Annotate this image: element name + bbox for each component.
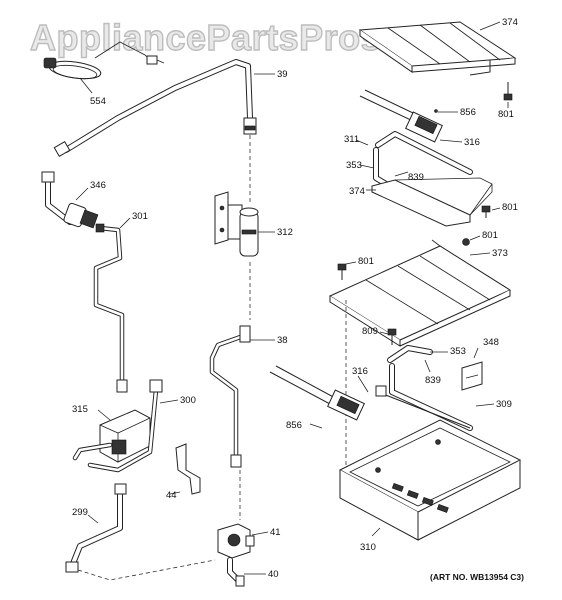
- callout-809[interactable]: 809: [362, 326, 378, 337]
- callout-856-top[interactable]: 856: [460, 107, 476, 118]
- part-311-burner[interactable]: [359, 89, 473, 187]
- callout-301[interactable]: 301: [132, 211, 148, 222]
- callout-856-low[interactable]: 856: [286, 420, 302, 431]
- part-40-elbow[interactable]: [227, 557, 245, 587]
- part-299-burner-tube[interactable]: [65, 483, 127, 573]
- part-309-broil-burner[interactable]: [269, 345, 473, 431]
- part-374-burner-shield[interactable]: [371, 177, 493, 227]
- callout-316-low[interactable]: 316: [352, 366, 368, 377]
- callout-316-top[interactable]: 316: [464, 137, 480, 148]
- callout-801-left[interactable]: 801: [358, 256, 374, 267]
- callout-839-low[interactable]: 839: [425, 375, 441, 386]
- callout-801-mid[interactable]: 801: [502, 202, 518, 213]
- callout-346[interactable]: 346: [90, 180, 106, 191]
- callout-554[interactable]: 554: [90, 96, 106, 107]
- art-number: (ART NO. WB13954 C3): [430, 572, 524, 582]
- callout-309[interactable]: 309: [496, 399, 512, 410]
- part-312-pressure-regulator[interactable]: [214, 191, 259, 257]
- part-38-gas-tube[interactable]: [209, 325, 251, 468]
- callout-310[interactable]: 310: [360, 542, 376, 553]
- callout-312[interactable]: 312: [277, 227, 293, 238]
- callout-353-low[interactable]: 353: [450, 346, 466, 357]
- part-346-elbow-fitting[interactable]: [41, 171, 99, 229]
- callout-39[interactable]: 39: [277, 69, 288, 80]
- callout-44[interactable]: 44: [166, 490, 177, 501]
- part-39-manifold-pipe[interactable]: [53, 59, 257, 158]
- callout-348[interactable]: 348: [483, 337, 499, 348]
- callout-38[interactable]: 38: [277, 335, 288, 346]
- callout-labels: 554 39 374 856 801 311 316 353 839 374 8…: [72, 17, 518, 580]
- callout-839-top[interactable]: 839: [408, 172, 424, 183]
- callout-41[interactable]: 41: [270, 527, 281, 538]
- callout-353-top[interactable]: 353: [346, 160, 362, 171]
- part-301-supply-tube[interactable]: [93, 223, 128, 393]
- part-554-igniter-wire[interactable]: [43, 41, 165, 82]
- screw-801-top[interactable]: [503, 82, 513, 101]
- part-373-broiler-shield[interactable]: [328, 239, 512, 347]
- part-348-clip[interactable]: [461, 361, 483, 391]
- screw-801-mid[interactable]: [481, 205, 491, 218]
- callout-373[interactable]: 373: [492, 248, 508, 259]
- part-44-bracket[interactable]: [175, 443, 201, 495]
- part-315-gas-valve[interactable]: [72, 379, 163, 473]
- part-310-broiler-drawer[interactable]: [338, 419, 522, 541]
- callout-801-low[interactable]: 801: [482, 230, 498, 241]
- callout-311[interactable]: 311: [344, 134, 359, 145]
- callout-374-top[interactable]: 374: [502, 17, 518, 28]
- callout-315[interactable]: 315: [72, 404, 88, 415]
- screw-801-left[interactable]: [337, 263, 347, 280]
- part-41-shutoff-valve[interactable]: [217, 523, 255, 559]
- callout-299[interactable]: 299: [72, 507, 88, 518]
- callout-300[interactable]: 300: [180, 395, 196, 406]
- callout-40[interactable]: 40: [268, 569, 279, 580]
- callout-374-mid[interactable]: 374: [349, 186, 365, 197]
- screw-801-low[interactable]: [462, 238, 470, 246]
- part-374-heat-shield-top[interactable]: [358, 21, 517, 76]
- screw-809[interactable]: [387, 328, 397, 345]
- callout-801-top[interactable]: 801: [498, 109, 514, 120]
